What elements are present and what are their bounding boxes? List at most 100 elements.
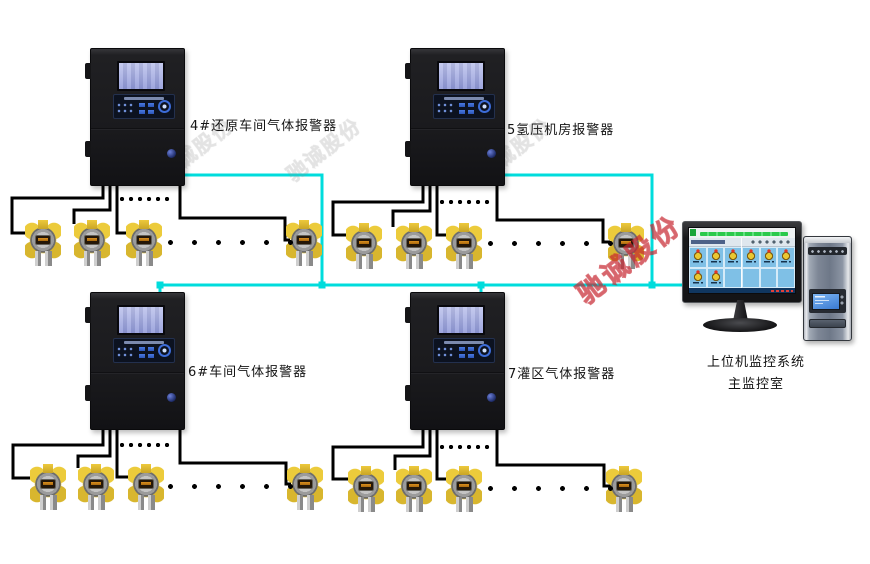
screen-detector-icon [727, 249, 740, 265]
mounting-bracket [405, 63, 411, 79]
gas-detector [608, 223, 644, 269]
controller-function-keys [459, 347, 474, 358]
computer-caption-line2: 主监控室 [727, 377, 784, 392]
controller-nav-dial [478, 344, 491, 357]
tower-ports-strip [808, 247, 847, 255]
controller-function-keys [139, 347, 154, 358]
screen-cell [689, 267, 707, 288]
screen-cell [741, 247, 760, 268]
screen-cell [706, 247, 725, 268]
controller-model-text [444, 97, 484, 100]
gas-detector [74, 220, 110, 266]
monitor-stand-neck [733, 300, 748, 321]
toolbar-title-text [691, 240, 725, 244]
mounting-bracket [405, 385, 411, 401]
more-detectors-ellipsis [440, 445, 490, 449]
controller-keypad-panel [433, 94, 495, 119]
tower-lcd-buttons [840, 295, 844, 307]
controller-function-keys [459, 103, 474, 114]
gas-detector [446, 466, 482, 512]
controller-status-leds [437, 103, 455, 114]
cabinet-lock-knob [167, 149, 176, 158]
pc-tower [803, 236, 852, 341]
more-detectors-ellipsis [120, 197, 170, 201]
gas-detector [78, 464, 114, 510]
cabinet-door-seam [411, 128, 504, 130]
mounting-bracket [85, 385, 91, 401]
gas-alarm-controller-2 [405, 48, 505, 186]
screen-detector-icon [709, 249, 722, 265]
screen-cell [706, 267, 725, 288]
controller-label-3: 6#车间气体报警器 [188, 365, 308, 380]
screen-detector-icon [762, 249, 775, 265]
gas-alarm-controller-3 [85, 292, 185, 430]
controller-lcd-screen [437, 305, 485, 335]
controller-nav-dial [158, 344, 171, 357]
gas-detector [446, 223, 482, 269]
controller-lcd-screen [117, 305, 165, 335]
screen-title-bar [689, 228, 795, 238]
gas-alarm-controller-1 [85, 48, 185, 186]
controller-model-text [124, 97, 164, 100]
mounting-bracket [405, 141, 411, 157]
computer-caption-line1: 上位机监控系统 [706, 355, 805, 370]
more-detectors-ellipsis [168, 484, 294, 489]
cabinet-lock-knob [167, 393, 176, 402]
controller-nav-dial [158, 100, 171, 113]
tower-top-cap [804, 237, 851, 243]
screen-detector-icon [692, 269, 704, 286]
screen-window-divider [741, 238, 742, 288]
controller-lcd-screen [437, 61, 485, 91]
toolbar-buttons [751, 240, 793, 244]
cabinet-door-seam [91, 372, 184, 374]
controller-function-keys [139, 103, 154, 114]
gas-detector [346, 223, 382, 269]
mounting-bracket [85, 141, 91, 157]
gas-detector [126, 220, 162, 266]
screen-detector-icon [709, 269, 722, 286]
screen-detector-icon [692, 249, 704, 265]
controller-label-1: 4#还原车间气体报警器 [190, 119, 338, 134]
gas-detector [606, 466, 642, 512]
screen-status-bar [689, 288, 795, 293]
monitor-stand-base [703, 318, 777, 332]
gas-detector [396, 466, 432, 512]
screen-cell-empty [741, 267, 760, 288]
screen-cell-empty [759, 267, 778, 288]
more-detectors-ellipsis [168, 240, 294, 245]
more-detectors-ellipsis [440, 200, 490, 204]
gas-detector [30, 464, 66, 510]
mounting-bracket [85, 307, 91, 323]
controller-label-4: 7灌区气体报警器 [508, 367, 616, 382]
cabinet-lock-knob [487, 393, 496, 402]
app-icon [690, 229, 696, 236]
more-detectors-ellipsis [488, 486, 614, 491]
mounting-bracket [85, 63, 91, 79]
gas-detector [396, 223, 432, 269]
more-detectors-ellipsis [488, 241, 614, 246]
monitor [682, 221, 802, 303]
gas-detector [348, 466, 384, 512]
screen-cell-empty [777, 267, 795, 288]
controller-nav-dial [478, 100, 491, 113]
tower-lcd-bezel [809, 289, 846, 313]
tower-drive-bay [809, 319, 846, 328]
screen-cell [689, 247, 707, 268]
screen-progress-bar [700, 232, 788, 236]
controller-model-text [124, 341, 164, 344]
controller-keypad-panel [433, 338, 495, 363]
cabinet-door-seam [411, 372, 504, 374]
cabinet-lock-knob [487, 149, 496, 158]
screen-cell [724, 247, 742, 268]
gas-alarm-controller-4 [405, 292, 505, 430]
screen-cell [759, 247, 778, 268]
screen-detector-grid [689, 247, 795, 288]
controller-status-leds [117, 103, 135, 114]
gas-detector [128, 464, 164, 510]
cabinet-door-seam [91, 128, 184, 130]
controller-status-leds [437, 347, 455, 358]
controller-model-text [444, 341, 484, 344]
controller-label-2: 5氢压机房报警器 [507, 123, 615, 138]
